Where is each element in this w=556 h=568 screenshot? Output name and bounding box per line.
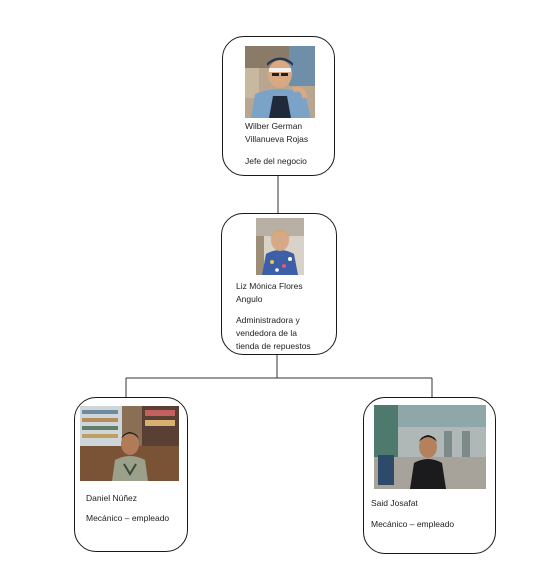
- person-role: Jefe del negocio: [245, 156, 307, 166]
- org-node-boss: Wilber German Villanueva Rojas Jefe del …: [222, 36, 335, 176]
- org-node-mechanic-2: Said Josafat Mecánico – empleado: [363, 397, 496, 554]
- person-name: Daniel Núñez: [86, 493, 138, 503]
- person-role: Mecánico – empleado: [371, 519, 455, 529]
- org-node-administrator: Liz Mónica Flores Angulo Administradora …: [221, 213, 337, 355]
- person-role: Mecánico – empleado: [86, 513, 170, 523]
- person-name: Liz Mónica Flores Angulo: [236, 281, 303, 304]
- person-photo: [80, 406, 179, 481]
- person-name: Wilber German Villanueva Rojas: [245, 121, 309, 144]
- org-node-mechanic-1: Daniel Núñez Mecánico – empleado: [74, 397, 188, 552]
- person-photo: [245, 46, 315, 118]
- person-photo: [256, 218, 304, 275]
- person-photo: [374, 405, 486, 489]
- person-role: Administradora y vendedora de la tienda …: [236, 315, 311, 351]
- person-name: Said Josafat: [371, 498, 418, 508]
